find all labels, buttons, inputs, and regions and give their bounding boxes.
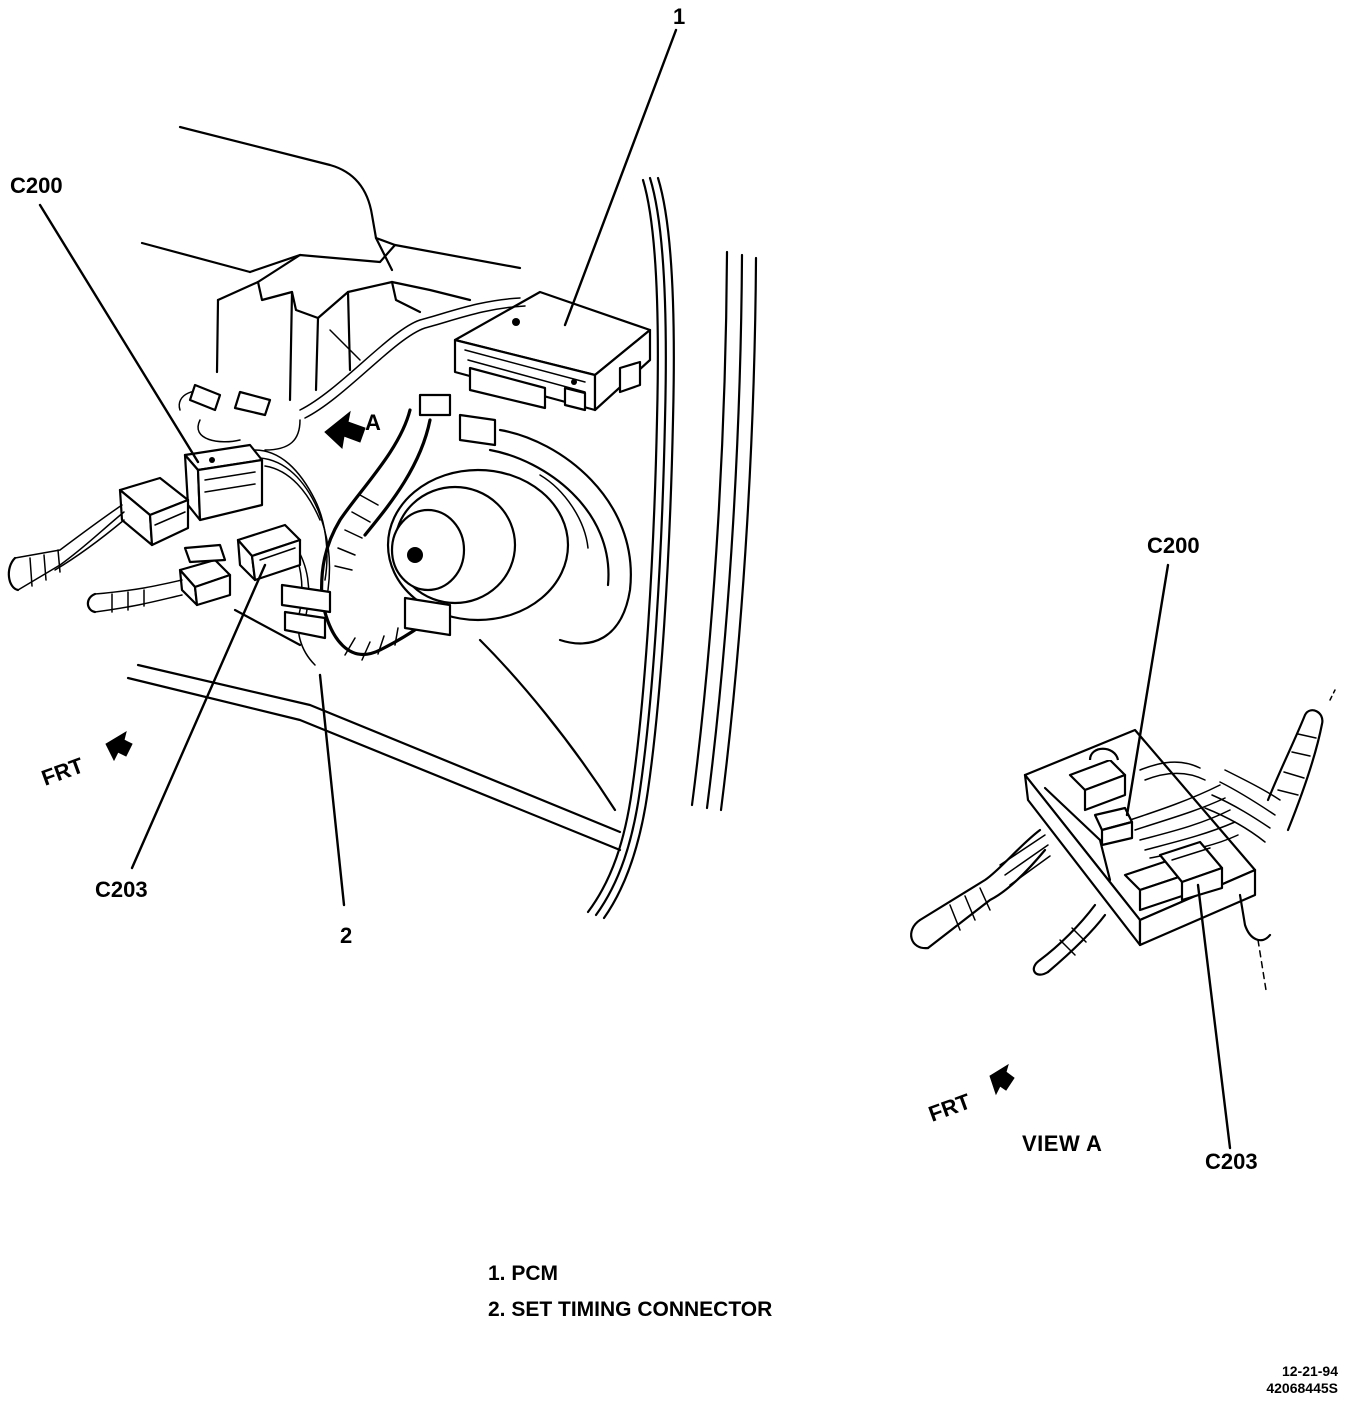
view-a-detail: C200 C203 FRT VIEW A [910,533,1336,1174]
c203-connector [236,523,302,582]
legend-item-2: 2. SET TIMING CONNECTOR [488,1298,772,1321]
drawing-stamp: 12-21-94 42068445S [1266,1363,1338,1396]
view-a-right-cable [1204,689,1336,843]
left-cable-lower [86,543,232,614]
callout-item2: 2 [340,923,352,948]
callout-frt-view: FRT [925,1088,974,1126]
leader-c200-main [38,203,200,464]
floor-lines [126,608,622,852]
leader-c203-view [1196,883,1232,1150]
view-a-title: VIEW A [1022,1131,1102,1156]
callout-c200-main: C200 [10,173,63,198]
left-cable-upper [7,476,190,592]
leader-item2 [318,673,346,907]
stamp-part-number: 42068445S [1266,1380,1338,1396]
frt-arrow-view [989,1063,1015,1096]
legend: 1. PCM 2. SET TIMING CONNECTOR [488,1262,772,1321]
legend-item-1: 1. PCM [488,1262,558,1285]
heater-housing [215,253,472,402]
callout-view-arrow: A [365,410,381,435]
leader-lines [38,28,678,907]
callout-c200-view: C200 [1147,533,1200,558]
callout-item1: 1 [673,4,685,29]
frt-arrow-main [105,730,133,762]
callout-c203-main: C203 [95,877,148,902]
view-a-left-cables [910,828,1107,976]
leader-c200-view [1125,563,1170,817]
pcm-module [453,290,652,412]
dash-panel [140,125,522,274]
callout-c203-view: C203 [1205,1149,1258,1174]
leader-c203-main [130,563,267,870]
upper-wire [299,297,521,411]
main-illustration: C200 C203 1 2 A FRT [7,4,758,948]
door-pillar [586,176,758,920]
view-a-bracket [1023,728,1272,991]
view-a-c200 [1068,747,1134,847]
c200-connector [183,443,264,522]
view-a-wires [1129,761,1239,859]
upper-wire-2 [304,305,526,419]
view-a-arrow [324,410,366,450]
callout-frt-main: FRT [38,752,87,790]
blower-motor [386,428,632,812]
view-a-c203 [1123,840,1224,912]
wire-harness [320,393,497,661]
leader-item1 [563,28,678,327]
connector-wires [178,383,332,666]
stamp-date: 12-21-94 [1282,1363,1338,1379]
